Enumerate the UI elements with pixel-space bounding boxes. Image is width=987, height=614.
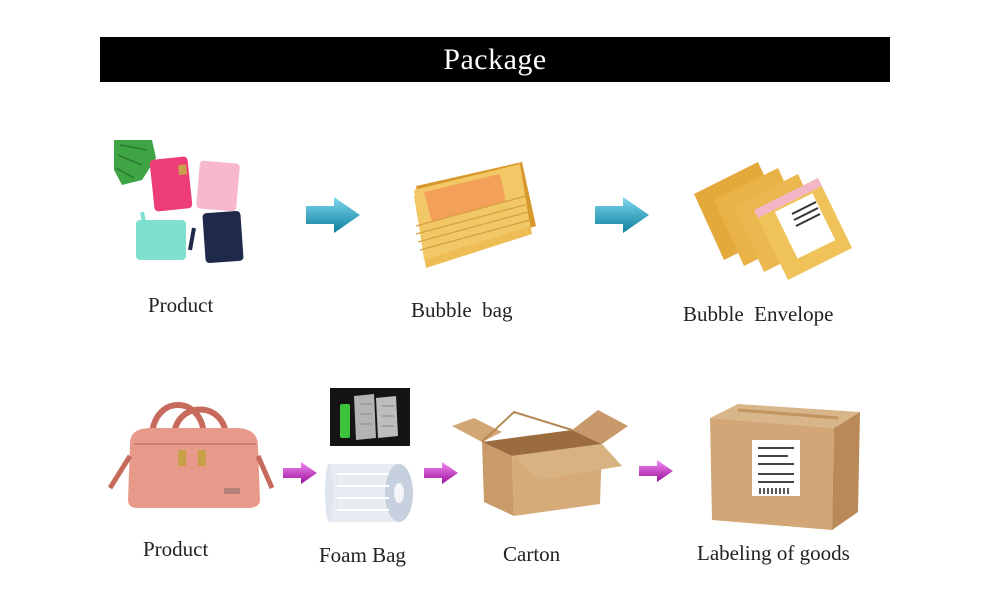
bubble-wrap-roll-image: [325, 464, 413, 522]
label-foam-bag: Foam Bag: [319, 543, 406, 567]
label-product-1: Product: [148, 293, 214, 317]
bubble-bag-image: [414, 162, 536, 268]
label-product-2: Product: [143, 537, 209, 561]
handbag-image: [108, 402, 274, 508]
arrow-right-icon: [639, 460, 673, 482]
page-title: Package: [443, 42, 547, 76]
bubble-envelope-image: [694, 162, 852, 280]
arrow-right-icon: [424, 462, 458, 484]
open-carton-image: [452, 410, 628, 516]
label-labeling-of-goods: Labeling of goods: [697, 541, 850, 565]
arrow-right-icon: [283, 462, 317, 484]
notebooks-image: [114, 140, 244, 263]
air-column-bag-image: [330, 388, 410, 446]
label-bubble-bag: Bubble bag: [411, 298, 513, 322]
labeled-carton-image: [710, 404, 860, 530]
title-banner: Package: [100, 37, 890, 82]
arrow-right-icon: [306, 197, 360, 233]
label-carton: Carton: [503, 542, 561, 566]
label-bubble-envelope: Bubble Envelope: [683, 302, 834, 326]
arrow-right-icon: [595, 197, 649, 233]
